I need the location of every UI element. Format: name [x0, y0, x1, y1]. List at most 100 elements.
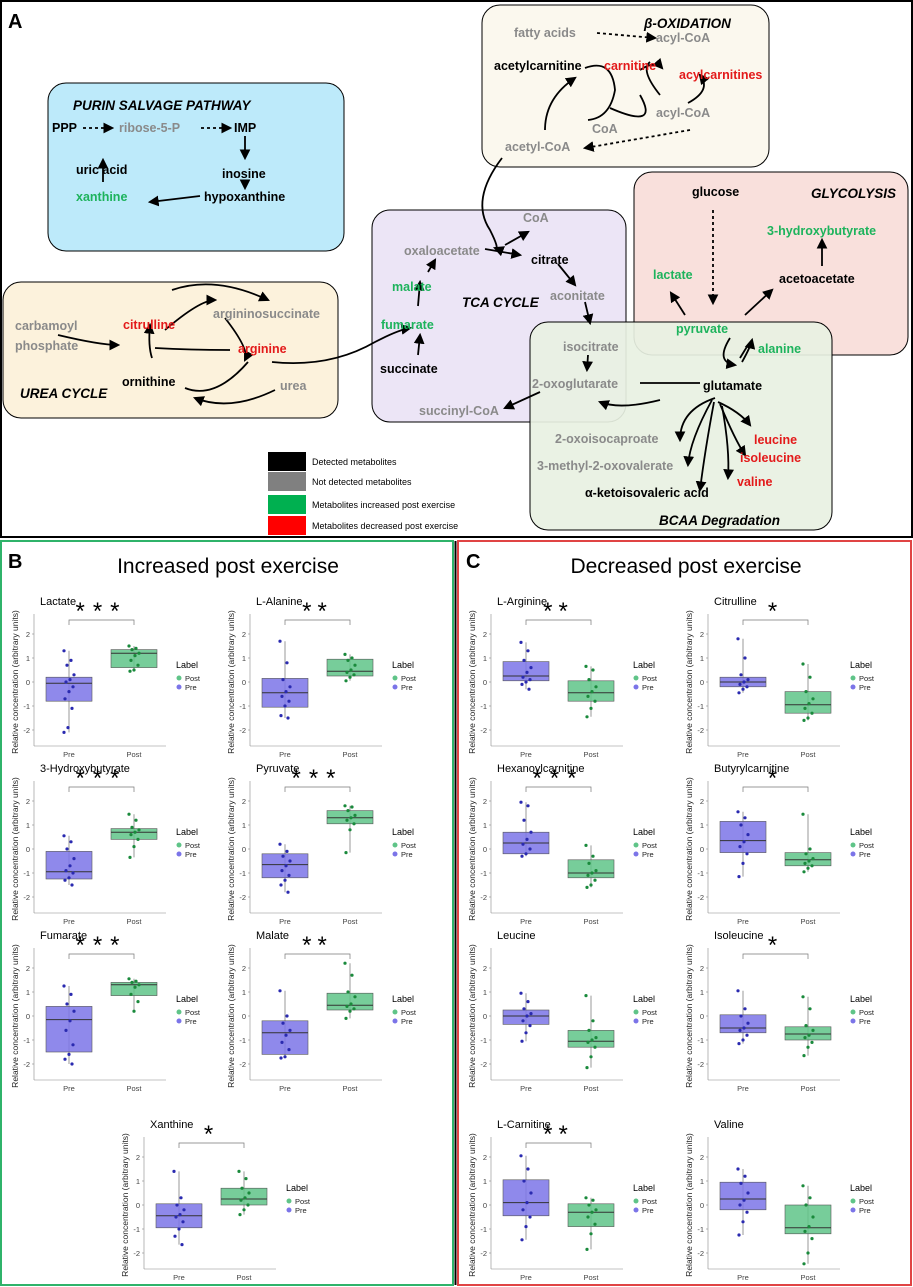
x-tick-label: Pre: [520, 1084, 532, 1093]
data-point: [127, 977, 131, 981]
significance-stars: *: [768, 765, 783, 792]
legend-label-post: Post: [185, 841, 201, 850]
y-axis-label: Relative concentration (arbitrary units): [684, 1133, 694, 1277]
y-tick-label: -1: [480, 1225, 487, 1234]
data-point: [810, 1040, 814, 1044]
data-point: [525, 1201, 529, 1205]
data-point: [520, 682, 524, 687]
data-point: [62, 834, 66, 838]
y-tick-label: 1: [700, 988, 704, 997]
data-point: [349, 668, 353, 672]
y-tick-label: 0: [26, 1012, 30, 1021]
plot-title: L-Arginine: [497, 596, 547, 608]
data-point: [65, 1002, 69, 1006]
data-point: [525, 837, 529, 842]
legend-label-pre: Pre: [401, 1017, 413, 1026]
y-tick-label: 2: [700, 964, 704, 973]
data-point: [71, 871, 75, 875]
significance-bracket: [525, 619, 592, 625]
data-point: [594, 685, 598, 689]
data-point: [281, 1021, 285, 1025]
x-tick-label: Post: [342, 917, 358, 926]
legend-label-pre: Pre: [642, 1017, 654, 1026]
data-point: [244, 1177, 248, 1181]
data-point: [345, 818, 349, 822]
panel-c-frame: [457, 540, 912, 1286]
data-point: [240, 1186, 244, 1190]
significance-bracket: [284, 786, 351, 792]
data-point: [746, 678, 750, 682]
legend-swatch-pre: [176, 851, 182, 857]
y-tick-label: 2: [700, 630, 704, 639]
metabolite-lactate: lactate: [653, 268, 693, 282]
plot-title: 3-Hydroxybutyrate: [40, 763, 130, 775]
metabolite-ketoisovaleric-acid: α-ketoisovaleric acid: [585, 486, 709, 500]
legend-label-pre: Pre: [401, 850, 413, 859]
legend-label-pre: Pre: [185, 850, 197, 859]
plot-title: Leucine: [497, 930, 536, 942]
x-tick-label: Post: [800, 750, 816, 759]
data-point: [745, 1210, 749, 1214]
y-tick-label: -2: [480, 1060, 487, 1069]
y-tick-label: -2: [697, 1249, 704, 1258]
data-point: [174, 1215, 178, 1219]
key-label-increased: Metabolites increased post exercise: [312, 500, 455, 510]
data-point: [280, 694, 284, 699]
y-tick-label: 0: [242, 1012, 246, 1021]
data-point: [66, 726, 70, 730]
data-point: [737, 1042, 741, 1046]
legend-title: Label: [176, 994, 198, 1004]
data-point: [590, 871, 594, 875]
plot-title: Fumarate: [40, 930, 87, 942]
legend-label-post: Post: [642, 1197, 658, 1206]
legend-label-post: Post: [859, 1008, 875, 1017]
data-point: [181, 1220, 185, 1224]
data-point: [808, 847, 812, 851]
legend-label-pre: Pre: [295, 1206, 307, 1215]
data-point: [343, 804, 347, 808]
data-point: [585, 715, 589, 719]
data-point: [63, 878, 67, 882]
y-tick-label: 2: [26, 964, 30, 973]
significance-stars: **: [302, 932, 333, 959]
plot-title: Butyrylcarnitine: [714, 763, 789, 775]
data-point: [69, 992, 73, 997]
data-point: [133, 830, 137, 834]
y-tick-label: 1: [242, 654, 246, 663]
data-point: [132, 668, 136, 672]
y-tick-label: -1: [697, 1225, 704, 1234]
data-point: [524, 680, 528, 684]
data-point: [745, 685, 749, 689]
data-point: [743, 1007, 747, 1011]
box-pre: [719, 821, 767, 853]
data-point: [737, 1233, 741, 1237]
data-point: [281, 678, 285, 682]
data-point: [811, 1028, 815, 1032]
y-tick-label: 0: [483, 1012, 487, 1021]
data-point: [529, 830, 533, 834]
significance-stars: *: [768, 932, 783, 959]
data-point: [736, 1167, 740, 1171]
data-point: [524, 1225, 528, 1229]
data-point: [585, 885, 589, 890]
data-point: [69, 840, 73, 844]
metabolite-coa: CoA: [523, 211, 549, 225]
plot-title: L-Carnitine: [497, 1119, 551, 1131]
data-point: [529, 1191, 533, 1195]
box-post: [784, 1204, 832, 1235]
data-point: [352, 1007, 356, 1011]
data-point: [808, 1007, 812, 1011]
data-point: [525, 1014, 529, 1018]
data-point: [586, 873, 590, 878]
metabolite-glutamate: glutamate: [703, 379, 762, 393]
urea-cycle-box: [2, 281, 339, 419]
significance-stars: ***: [75, 765, 127, 792]
x-tick-label: Pre: [173, 1273, 185, 1282]
metabolite-carnitine: carnitine: [604, 59, 656, 73]
y-tick-label: 1: [700, 821, 704, 830]
significance-bracket: [284, 953, 351, 959]
